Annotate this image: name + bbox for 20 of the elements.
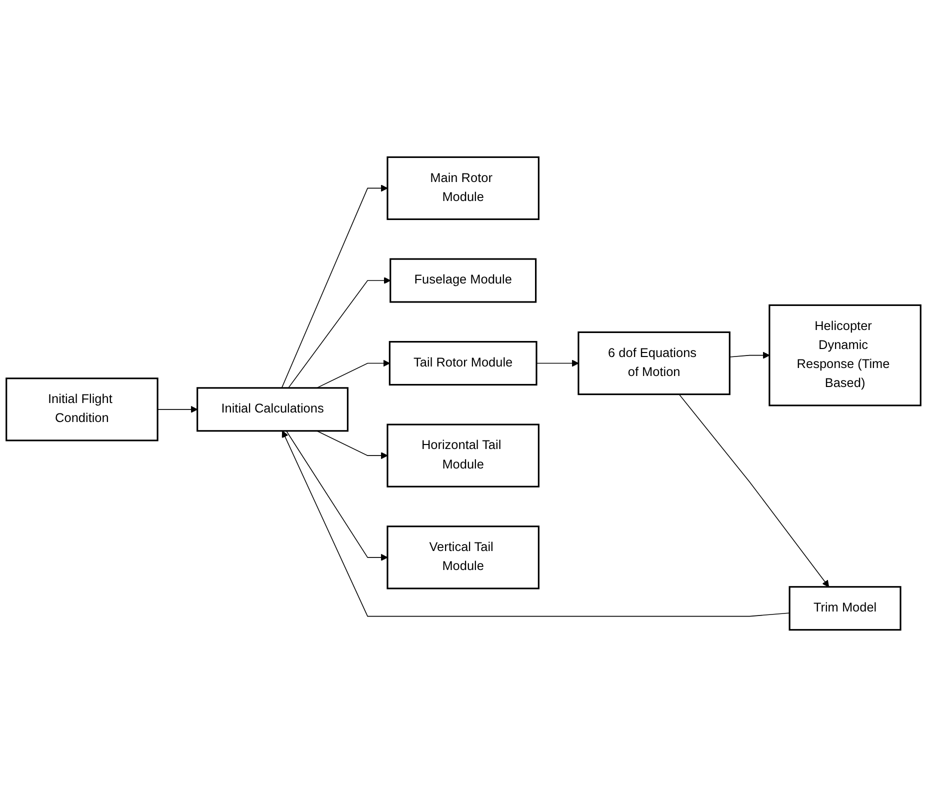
arrow bbox=[288, 277, 391, 388]
arrow bbox=[286, 430, 388, 561]
arrow bbox=[316, 430, 388, 460]
arrow bbox=[729, 352, 770, 359]
node-box: Fuselage Module bbox=[390, 258, 537, 303]
node-box: Tail Rotor Module bbox=[388, 340, 538, 386]
node-box: Horizontal Tail Module bbox=[386, 424, 540, 488]
arrow bbox=[678, 394, 830, 588]
node-box: Vertical Tail Module bbox=[386, 526, 540, 590]
node-box: Helicopter Dynamic Response (Time Based) bbox=[768, 304, 922, 406]
node-box: Trim Model bbox=[788, 586, 902, 631]
arrow bbox=[157, 406, 198, 413]
node-box: 6 dof Equations of Motion bbox=[578, 331, 730, 396]
arrow bbox=[281, 184, 388, 388]
arrow bbox=[536, 360, 579, 367]
arrow bbox=[316, 360, 390, 388]
node-box: Main Rotor Module bbox=[386, 156, 540, 220]
arrow bbox=[282, 430, 790, 617]
node-box: Initial Calculations bbox=[196, 387, 348, 432]
node-box: Initial Flight Condition bbox=[6, 378, 158, 442]
